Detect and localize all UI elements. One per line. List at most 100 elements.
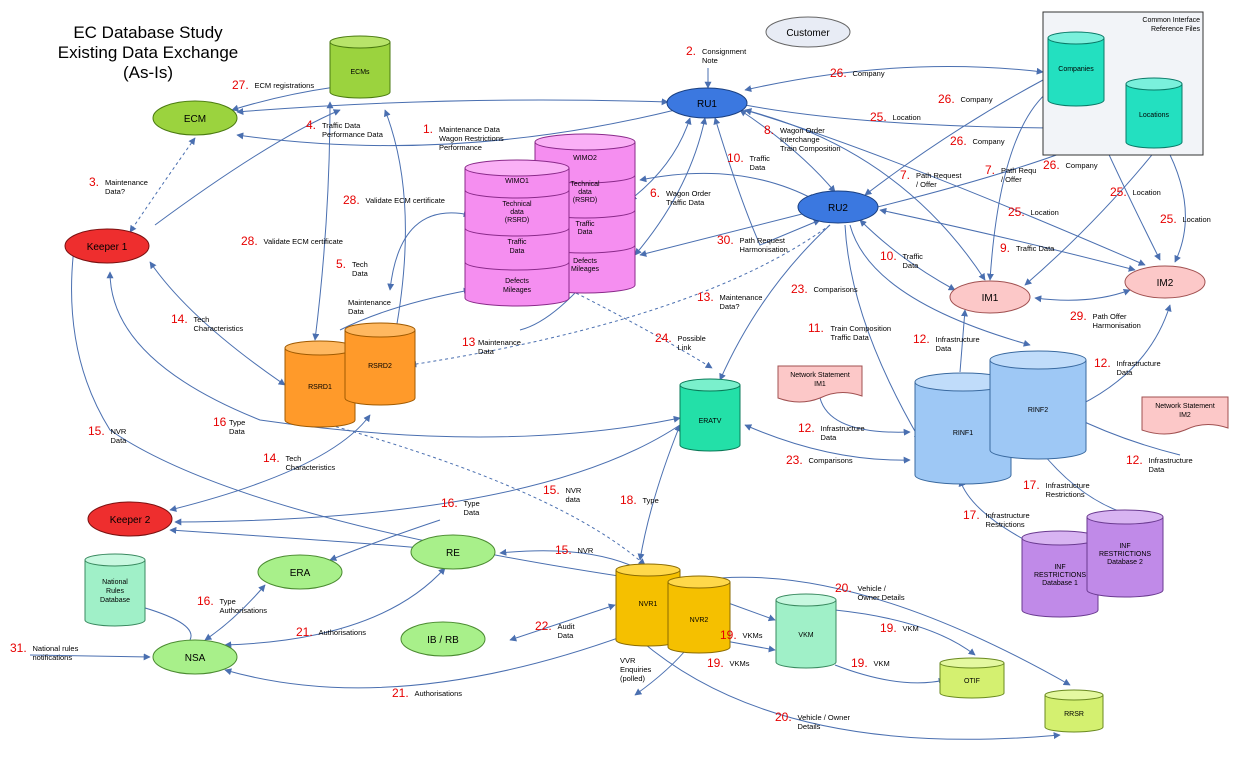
edge-label-text: Maintenance <box>105 178 148 187</box>
edge-label: 28.Validate ECM certificate <box>343 193 445 207</box>
edge-label-text: Data <box>229 427 246 436</box>
svg-text:INF: INF <box>1054 564 1065 571</box>
svg-text:Defects: Defects <box>505 278 529 285</box>
edge-label-number: 14. <box>263 451 280 465</box>
edge-ru2-im1 <box>859 219 956 291</box>
edge-label-number: 12. <box>913 332 930 346</box>
edge-company-ru1 <box>744 65 1044 93</box>
svg-text:Keeper 2: Keeper 2 <box>110 515 151 526</box>
edge-vehicle-owner-20b <box>639 639 1061 740</box>
svg-text:Data: Data <box>578 229 593 236</box>
svg-text:ECMs: ECMs <box>350 69 370 76</box>
node-re: RE <box>410 534 496 570</box>
edge-label-number: 30. <box>717 233 734 247</box>
edge-label-number: 23. <box>791 282 808 296</box>
node-ru2: RU2 <box>797 190 879 224</box>
edge-label-number: 13. <box>697 290 714 304</box>
edge-label-text: Traffic Data <box>666 198 705 207</box>
edge-label-number: 1. <box>423 122 433 136</box>
edge-label-number: 27. <box>232 78 249 92</box>
edge-label-text: Possible <box>678 334 706 343</box>
edge-label-text: Company <box>1066 161 1098 170</box>
edge-label-text: Path Requ <box>1001 166 1036 175</box>
edge-label-number: 19. <box>880 621 897 635</box>
edge-label-text: Authorisations <box>220 606 268 615</box>
edge-train-comp <box>844 224 921 441</box>
svg-text:Technical: Technical <box>570 181 600 188</box>
edge-label-number: 3. <box>89 175 99 189</box>
node-rsrd1: RSRD1 <box>284 340 356 428</box>
edge-label-number: 12. <box>1094 356 1111 370</box>
edge-label-text: Train Composition <box>831 324 892 333</box>
node-customer: Customer <box>765 16 851 48</box>
edge-label-text: NVR <box>578 546 594 555</box>
edge-label-number: 19. <box>707 656 724 670</box>
diagram-title: EC Database Study Existing Data Exchange… <box>58 23 239 82</box>
node-rrsr: RRSR <box>1044 689 1104 733</box>
svg-text:RSRD1: RSRD1 <box>308 384 332 391</box>
edge-label-number: 29. <box>1070 309 1087 323</box>
node-national-rules-database: National Rules Database <box>84 553 146 627</box>
edge-label-text: Location <box>893 113 921 122</box>
edge-labels: 27.ECM registrations2.ConsignmentNote26.… <box>10 44 1211 731</box>
edge-label-number: 24. <box>655 331 672 345</box>
edge-label-text: Type <box>229 418 245 427</box>
edge-national-rules <box>29 653 151 661</box>
edge-label-text: Maintenance <box>348 298 391 307</box>
title-line-2: Existing Data Exchange <box>58 43 239 62</box>
svg-text:Data: Data <box>510 248 525 255</box>
reference-box-title-1: Common Interface <box>1142 17 1200 24</box>
edge-label-number: 25. <box>870 110 887 124</box>
svg-text:ERATV: ERATV <box>699 418 722 425</box>
svg-text:RESTRICTIONS: RESTRICTIONS <box>1034 572 1086 579</box>
svg-text:NVR1: NVR1 <box>639 601 658 608</box>
edge-label-number: 25. <box>1110 185 1127 199</box>
node-nsa: NSA <box>152 639 238 675</box>
edge-label: 27.ECM registrations <box>232 78 314 92</box>
edge-label-text: Location <box>1133 188 1161 197</box>
edge-label-text: Company <box>853 69 885 78</box>
svg-text:INF: INF <box>1119 543 1130 550</box>
edge-label-text: Authorisations <box>415 689 463 698</box>
edge-label-number: 8. <box>764 123 774 137</box>
edge-label-text: Performance Data <box>322 130 384 139</box>
edge-label: 19.VKM <box>880 621 919 635</box>
edge-label-text: Infrastructure <box>986 511 1030 520</box>
edge-label-text: Traffic Data <box>831 333 870 342</box>
edge-label-text: Link <box>678 343 692 352</box>
edge-label-text: Tech <box>352 260 368 269</box>
edge-label-number: 6. <box>650 186 660 200</box>
svg-text:Companies: Companies <box>1058 66 1094 73</box>
edge-label-text: Harmonisation <box>1093 321 1141 330</box>
edge-nvr-re <box>499 548 631 566</box>
edge-label-text: Path Request <box>740 236 786 245</box>
svg-text:NSA: NSA <box>185 653 206 664</box>
edge-label-text: VKM <box>874 659 890 668</box>
edge-label-number: 16 <box>213 415 227 429</box>
edge-label-text: / Offer <box>916 180 937 189</box>
edge-label-number: 28. <box>241 234 258 248</box>
edge-infra-restrictions-17b <box>958 479 1026 541</box>
edge-label-text: Data <box>903 261 920 270</box>
edge-label-text: Maintenance Data <box>439 125 501 134</box>
edge-label-text: Traffic <box>903 252 924 261</box>
svg-text:Customer: Customer <box>786 28 830 39</box>
edge-label-text: Audit <box>558 622 576 631</box>
edge-path-harmonisation <box>713 117 821 246</box>
node-network-statement-im1: Network Statement IM1 <box>777 365 863 403</box>
edge-label: 25. Location <box>1110 185 1161 199</box>
edge-label: 26.Company <box>950 134 1005 148</box>
